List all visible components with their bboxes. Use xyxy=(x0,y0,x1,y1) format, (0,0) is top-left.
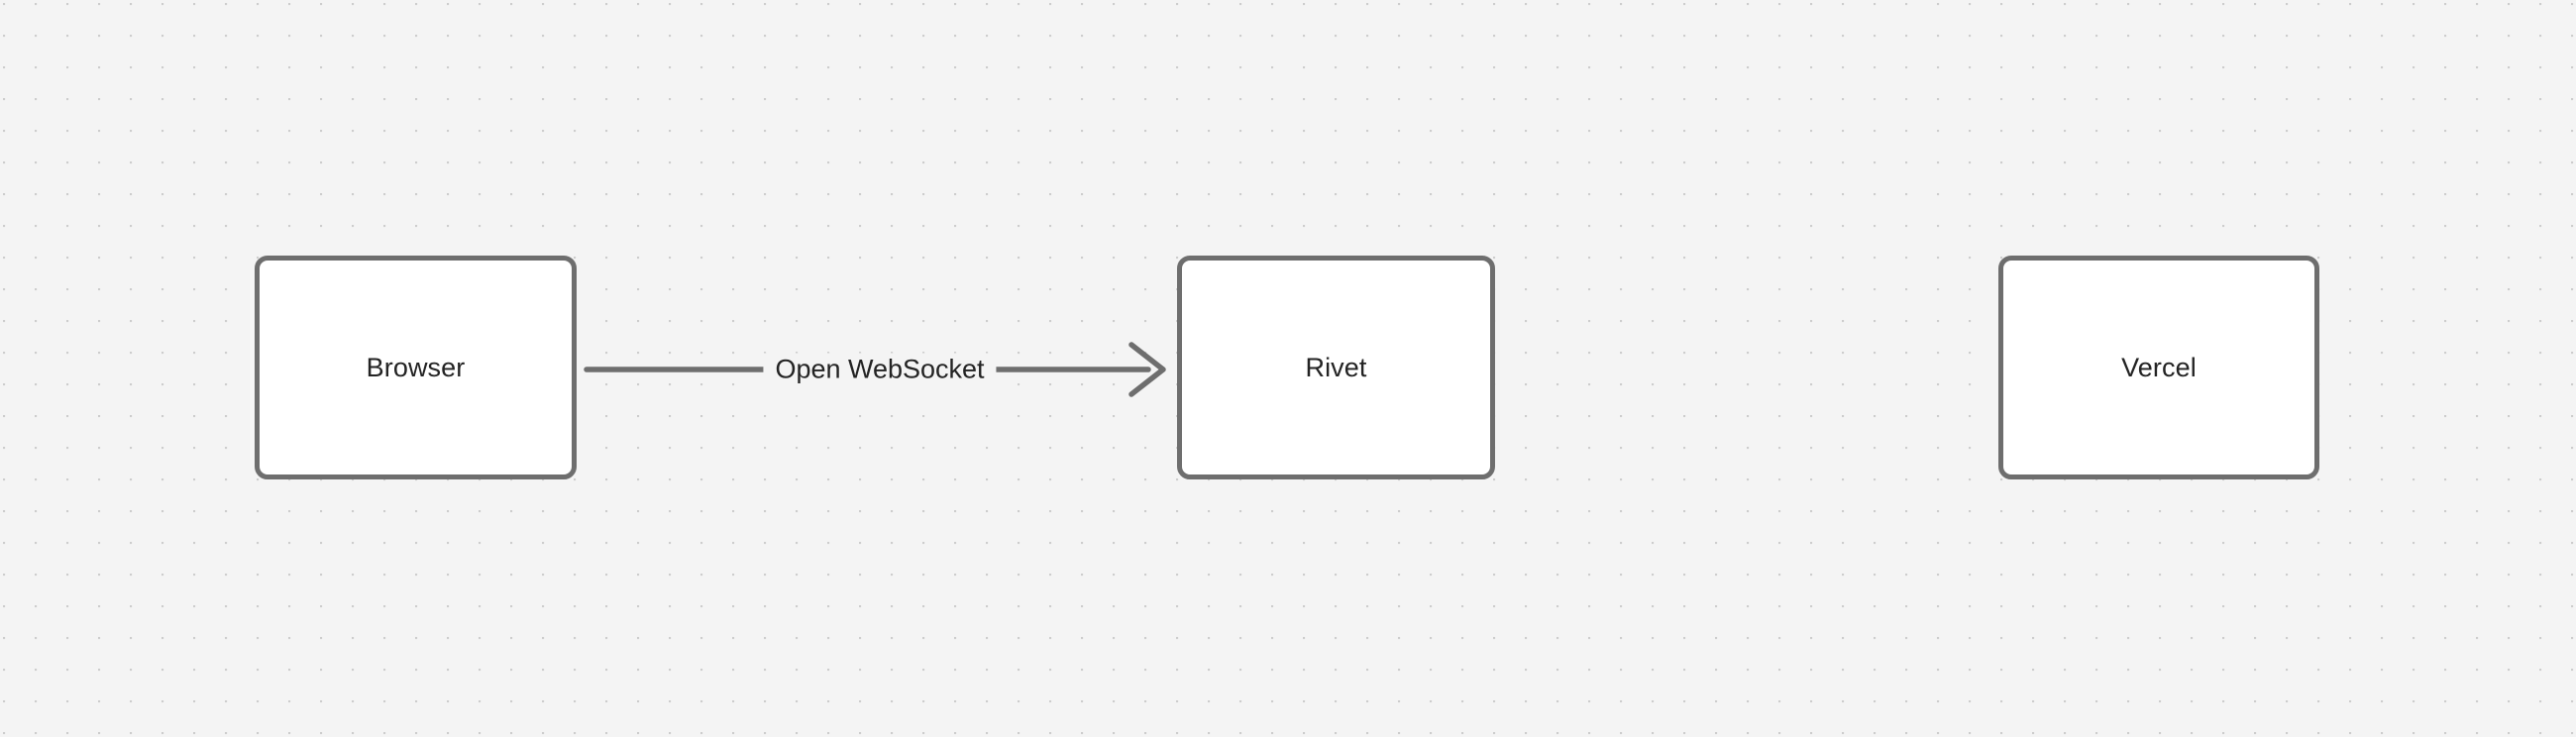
chevron-arrow-icon xyxy=(1128,342,1166,397)
node-vercel[interactable]: Vercel xyxy=(1998,256,2319,479)
node-rivet-label: Rivet xyxy=(1305,352,1367,382)
node-rivet[interactable]: Rivet xyxy=(1177,256,1495,479)
node-vercel-label: Vercel xyxy=(2121,352,2197,382)
edge-label-open-websocket[interactable]: Open WebSocket xyxy=(763,353,997,386)
node-browser[interactable]: Browser xyxy=(255,256,577,479)
node-browser-label: Browser xyxy=(366,352,466,382)
